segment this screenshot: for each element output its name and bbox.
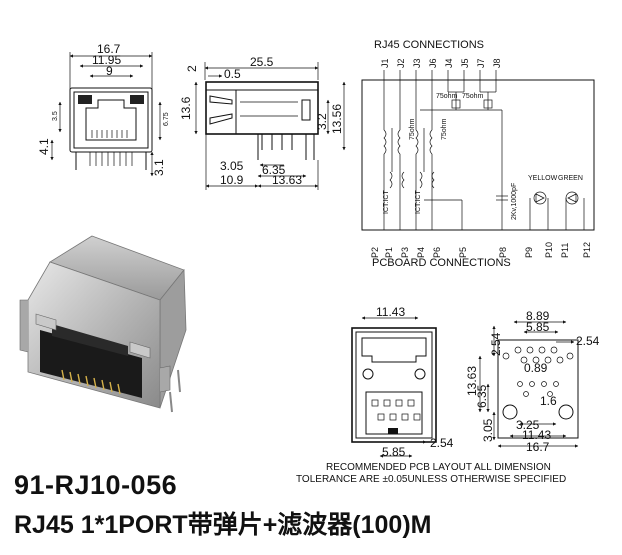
dim-2-54-top: 2.54 (430, 436, 454, 450)
product-photo (19, 235, 187, 413)
dim-16-7-pcb: 16.7 (526, 440, 550, 454)
front-view: 16.7 11.95 9 (37, 42, 170, 177)
res-label-4: 75ohm (441, 118, 448, 140)
res-label-1: 75ohm (436, 93, 458, 100)
schematic-footer: PCBOARD CONNECTIONS (372, 257, 511, 269)
front-contacts (91, 130, 128, 138)
pin-p3: P3 (400, 247, 410, 258)
dim-11-43-pcb: 11.43 (522, 428, 551, 442)
pin-p10: P10 (544, 242, 554, 258)
dim-2: 2 (185, 65, 199, 72)
ict-label-2: ICT:ICT (415, 190, 422, 214)
dim-13-6: 13.6 (179, 96, 193, 120)
pin-j8: J8 (492, 58, 502, 68)
dim-2-54-pcb-v: 2.54 (489, 332, 503, 356)
dim-13-63-pcb: 13.63 (465, 366, 479, 396)
dim-4-1: 4.1 (37, 138, 51, 155)
pin-p4: P4 (416, 247, 426, 258)
dim-25-5: 25.5 (250, 55, 274, 69)
pin-j1: J1 (380, 58, 390, 68)
res-label-3: 75ohm (409, 118, 416, 140)
dim-13-56: 13.56 (330, 104, 344, 134)
green-label: GREEN (558, 175, 583, 182)
top-layout-view: 11.43 5.85 2.54 (351, 305, 454, 459)
dim-10-9: 10.9 (220, 173, 244, 187)
pin-j7: J7 (476, 58, 486, 68)
dim-3-05-side: 3.05 (220, 159, 244, 173)
dim-13-63-side: 13.63 (272, 173, 302, 187)
pin-p8: P8 (498, 247, 508, 258)
note-line-1: RECOMMENDED PCB LAYOUT ALL DIMENSION (326, 462, 551, 473)
top-layout-pads (371, 399, 421, 421)
pin-p2: P2 (370, 247, 380, 258)
pin-j3: J3 (412, 58, 422, 68)
pin-j6: J6 (428, 58, 438, 68)
dim-11-43-top: 11.43 (376, 305, 405, 319)
product-code: 91-RJ10-056 (14, 470, 178, 500)
dim-6-35-pcb: 6.35 (475, 384, 489, 408)
pin-p6: P6 (432, 247, 442, 258)
front-pins (75, 152, 147, 170)
cap-label: 2Kv,1000pF (511, 183, 518, 220)
led-green (565, 191, 585, 230)
yellow-label: YELLOW (528, 175, 558, 182)
ict-label-1: ICT:ICT (383, 190, 390, 214)
transformer-2 (415, 128, 435, 189)
dim-0-89: 0.89 (524, 361, 548, 375)
pin-j5: J5 (460, 58, 470, 68)
pin-p11: P11 (560, 243, 570, 258)
dim-8-89: 8.89 (526, 309, 550, 323)
dim-1-6: 1.6 (540, 394, 557, 408)
pin-p9: P9 (524, 247, 534, 258)
dim-3-05-pcb: 3.05 (481, 418, 495, 442)
dim-0-5: 0.5 (224, 67, 241, 81)
schematic-title: RJ45 CONNECTIONS (374, 39, 484, 51)
dim-3-2: 3.2 (315, 113, 329, 130)
dim-3-25: 3.25 (516, 418, 540, 432)
dim-16-7-front: 16.7 (97, 42, 121, 56)
led-yellow (529, 191, 549, 230)
dim-11-95: 11.95 (92, 53, 121, 67)
dim-2-54-pcb: 2.54 (576, 334, 600, 348)
dim-5-85-pcb: 5.85 (526, 320, 550, 334)
transformer-1 (383, 128, 405, 189)
pin-j2: J2 (396, 58, 406, 68)
dim-6-35-side: 6.35 (262, 163, 286, 177)
dim-9: 9 (106, 64, 113, 78)
dim-6-75: 6.75 (163, 112, 170, 126)
res-label-2: 75ohm (462, 93, 484, 100)
pin-j4: J4 (444, 58, 454, 68)
pcb-signal-holes (514, 346, 564, 397)
side-view: 25.5 2 0.5 13.6 3.2 13.56 3.05 (179, 55, 346, 190)
pin-p1: P1 (384, 247, 394, 258)
dim-3-5: 3.5 (52, 111, 59, 121)
product-description: RJ45 1*1PORT带弹片+滤波器(100)M (14, 511, 432, 539)
dim-5-85-top: 5.85 (382, 445, 406, 459)
dim-3-1: 3.1 (152, 159, 166, 176)
pin-p12: P12 (582, 242, 592, 258)
pcb-layout: 8.89 5.85 2.54 0.89 1.6 (465, 309, 600, 454)
note-line-2: TOLERANCE ARE ±0.05UNLESS OTHERWISE SPEC… (296, 474, 566, 485)
schematic: RJ45 CONNECTIONS J1 J2 J3 J6 J4 J5 J7 J8… (361, 39, 595, 269)
pin-p5: P5 (458, 247, 468, 258)
